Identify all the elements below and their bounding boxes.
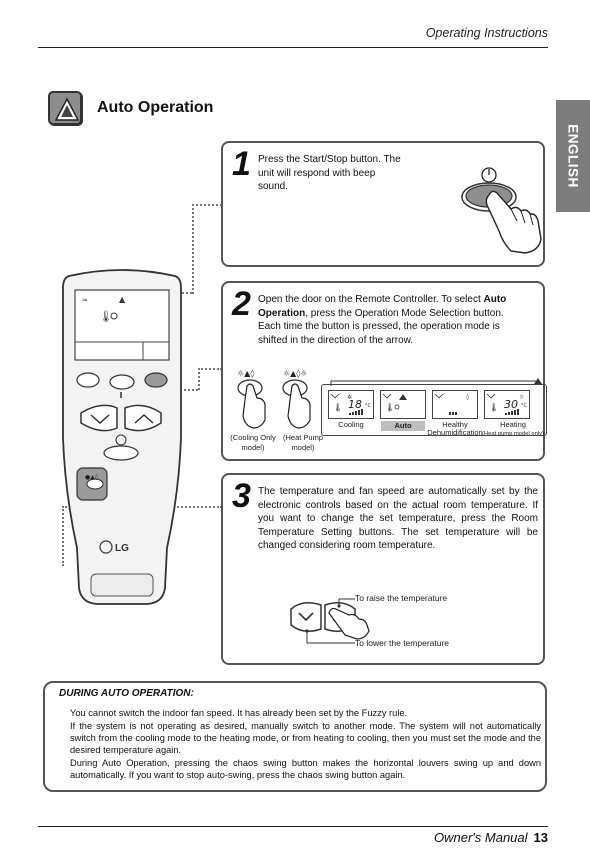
lcd-heating-temp: 30 xyxy=(504,398,518,411)
svg-text:☼: ☼ xyxy=(519,394,525,401)
step-2-box: 2 Open the door on the Remote Controller… xyxy=(221,281,547,461)
step-1-box: 1 Press the Start/Stop button. The unit … xyxy=(221,141,545,267)
footer: Owner's Manual 13 xyxy=(434,830,548,845)
language-tab: ENGLISH xyxy=(556,100,590,212)
footer-rule xyxy=(38,826,548,827)
heat-pump-caption: (Heat Pump model) xyxy=(282,433,324,452)
step-1-number: 1 xyxy=(232,145,251,183)
mode-label-auto: Auto xyxy=(381,421,425,431)
lcd-cooling: ✲ 🌡 18 °C xyxy=(328,390,374,419)
lcd-cooling-temp: 18 xyxy=(348,398,362,411)
during-auto-paragraph-3: During Auto Operation, pressing the chao… xyxy=(70,758,541,780)
step-3-box: 3 The temperature and fan speed are auto… xyxy=(221,473,545,665)
step-3-number: 3 xyxy=(232,477,251,515)
header-title: Operating Instructions xyxy=(425,26,548,40)
step-3-text: The temperature and fan speed are automa… xyxy=(258,486,538,551)
header-rule xyxy=(38,47,548,48)
during-auto-paragraph-1: You cannot switch the indoor fan speed. … xyxy=(70,708,408,718)
step-2-number: 2 xyxy=(232,285,251,323)
mode-display-sequence: ✲ 🌡 18 °C 🌡 ◊ ☼ xyxy=(321,378,547,438)
svg-text:▲: ▲ xyxy=(119,295,126,304)
step-2-text-bold: Auto Operation xyxy=(258,294,507,319)
remote-brand: LG xyxy=(115,543,129,554)
remote-controller: ≈ ▲ 🌡 ●▲◊ LG xyxy=(55,268,190,608)
raise-temperature-label: To raise the temperature xyxy=(355,593,448,603)
footer-label: Owner's Manual xyxy=(434,830,528,845)
mode-label-heating: Heating (Heat pump model only) xyxy=(480,421,546,438)
temperature-buttons-illustration: To raise the temperature To lower the te… xyxy=(289,593,469,655)
svg-text:≈: ≈ xyxy=(82,296,88,304)
lcd-heating-unit: °C xyxy=(521,403,528,409)
connector-step1 xyxy=(192,204,222,294)
connector-step2-tail xyxy=(180,389,198,391)
step-2-text-a: Open the door on the Remote Controller. … xyxy=(258,294,484,305)
connector-step2 xyxy=(198,368,222,390)
lcd-dehumidification: ◊ xyxy=(432,390,478,419)
svg-text:☼▲◊☼: ☼▲◊☼ xyxy=(283,369,307,378)
lcd-cooling-unit: °C xyxy=(365,403,372,409)
during-auto-title: DURING AUTO OPERATION: xyxy=(59,688,194,699)
svg-text:🌡: 🌡 xyxy=(489,403,499,412)
mode-label-cooling: Cooling xyxy=(338,420,364,429)
svg-text:🌡: 🌡 xyxy=(99,310,113,323)
page-number: 13 xyxy=(533,830,548,845)
auto-mode-icon xyxy=(48,91,82,125)
step-2-text: Open the door on the Remote Controller. … xyxy=(258,293,520,347)
svg-text:🌡: 🌡 xyxy=(333,403,343,412)
lcd-auto: 🌡 xyxy=(380,390,426,419)
mode-label-heating-sublabel: (Heat pump model only) xyxy=(482,431,544,437)
lcd-heating: ☼ 🌡 30 °C xyxy=(484,390,530,419)
during-auto-paragraph-2: If the system is not operating as desire… xyxy=(70,721,541,755)
svg-text:☼▲◊: ☼▲◊ xyxy=(237,369,254,378)
mode-label-dehumidification: Healthy Dehumidification xyxy=(427,420,483,437)
during-auto-operation-box: DURING AUTO OPERATION: You cannot switch… xyxy=(43,681,547,792)
svg-text:◊: ◊ xyxy=(466,394,469,401)
cooling-only-caption: (Cooling Only model) xyxy=(230,433,276,452)
mode-label-heating-text: Heating xyxy=(500,420,526,429)
svg-text:🌡: 🌡 xyxy=(385,403,395,412)
start-stop-button-illustration xyxy=(459,161,549,254)
step-2-text-b: , press the Operation Mode Selection but… xyxy=(258,307,504,346)
svg-text:✲: ✲ xyxy=(347,394,352,401)
mode-selection-buttons: ☼▲◊ ☼▲◊☼ (Cooling Only model) (Heat Pump… xyxy=(230,368,325,453)
step-1-text: Press the Start/Stop button. The unit wi… xyxy=(258,154,401,192)
language-tab-label: ENGLISH xyxy=(565,124,581,188)
svg-text:●▲◊: ●▲◊ xyxy=(85,474,98,481)
lower-temperature-label: To lower the temperature xyxy=(355,638,450,648)
section-title: Auto Operation xyxy=(97,99,214,116)
